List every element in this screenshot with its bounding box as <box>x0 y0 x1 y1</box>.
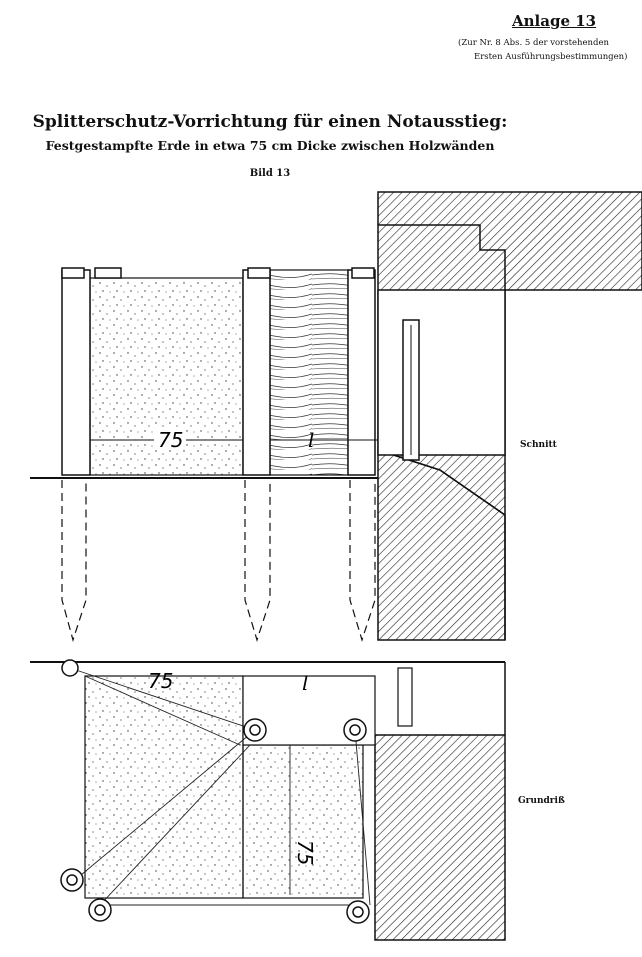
drawing-title: Splitterschutz-Vorrichtung für einen Not… <box>32 112 508 132</box>
dim-l-section: l <box>308 428 314 452</box>
dim-75-section: 75 <box>158 428 183 452</box>
dim-l-plan: l <box>302 671 308 695</box>
dim-75-backing <box>154 428 186 450</box>
annex-label: Anlage 13 <box>512 12 597 30</box>
figure-label: Bild 13 <box>249 168 291 179</box>
stakes <box>61 480 376 643</box>
plan-label: Grundriß <box>518 796 565 806</box>
posts-section <box>61 267 376 476</box>
tamped-earth-plan <box>84 675 244 899</box>
dim-75-plan-vertical: 75 <box>293 840 317 865</box>
dim-75-plan: 75 <box>148 669 173 693</box>
section-wall <box>377 191 642 641</box>
reference-line-1: (Zur Nr. 8 Abs. 5 der vorstehenden <box>458 38 609 48</box>
reference-line-2: Ersten Ausführungsbestimmungen) <box>474 52 628 62</box>
drawing-subtitle: Festgestampfte Erde in etwa 75 cm Dicke … <box>45 138 495 153</box>
bracing-wires <box>69 667 371 906</box>
section-label: Schnitt <box>520 440 557 450</box>
plan-wall <box>374 662 506 941</box>
post-rings-plan <box>60 659 370 924</box>
